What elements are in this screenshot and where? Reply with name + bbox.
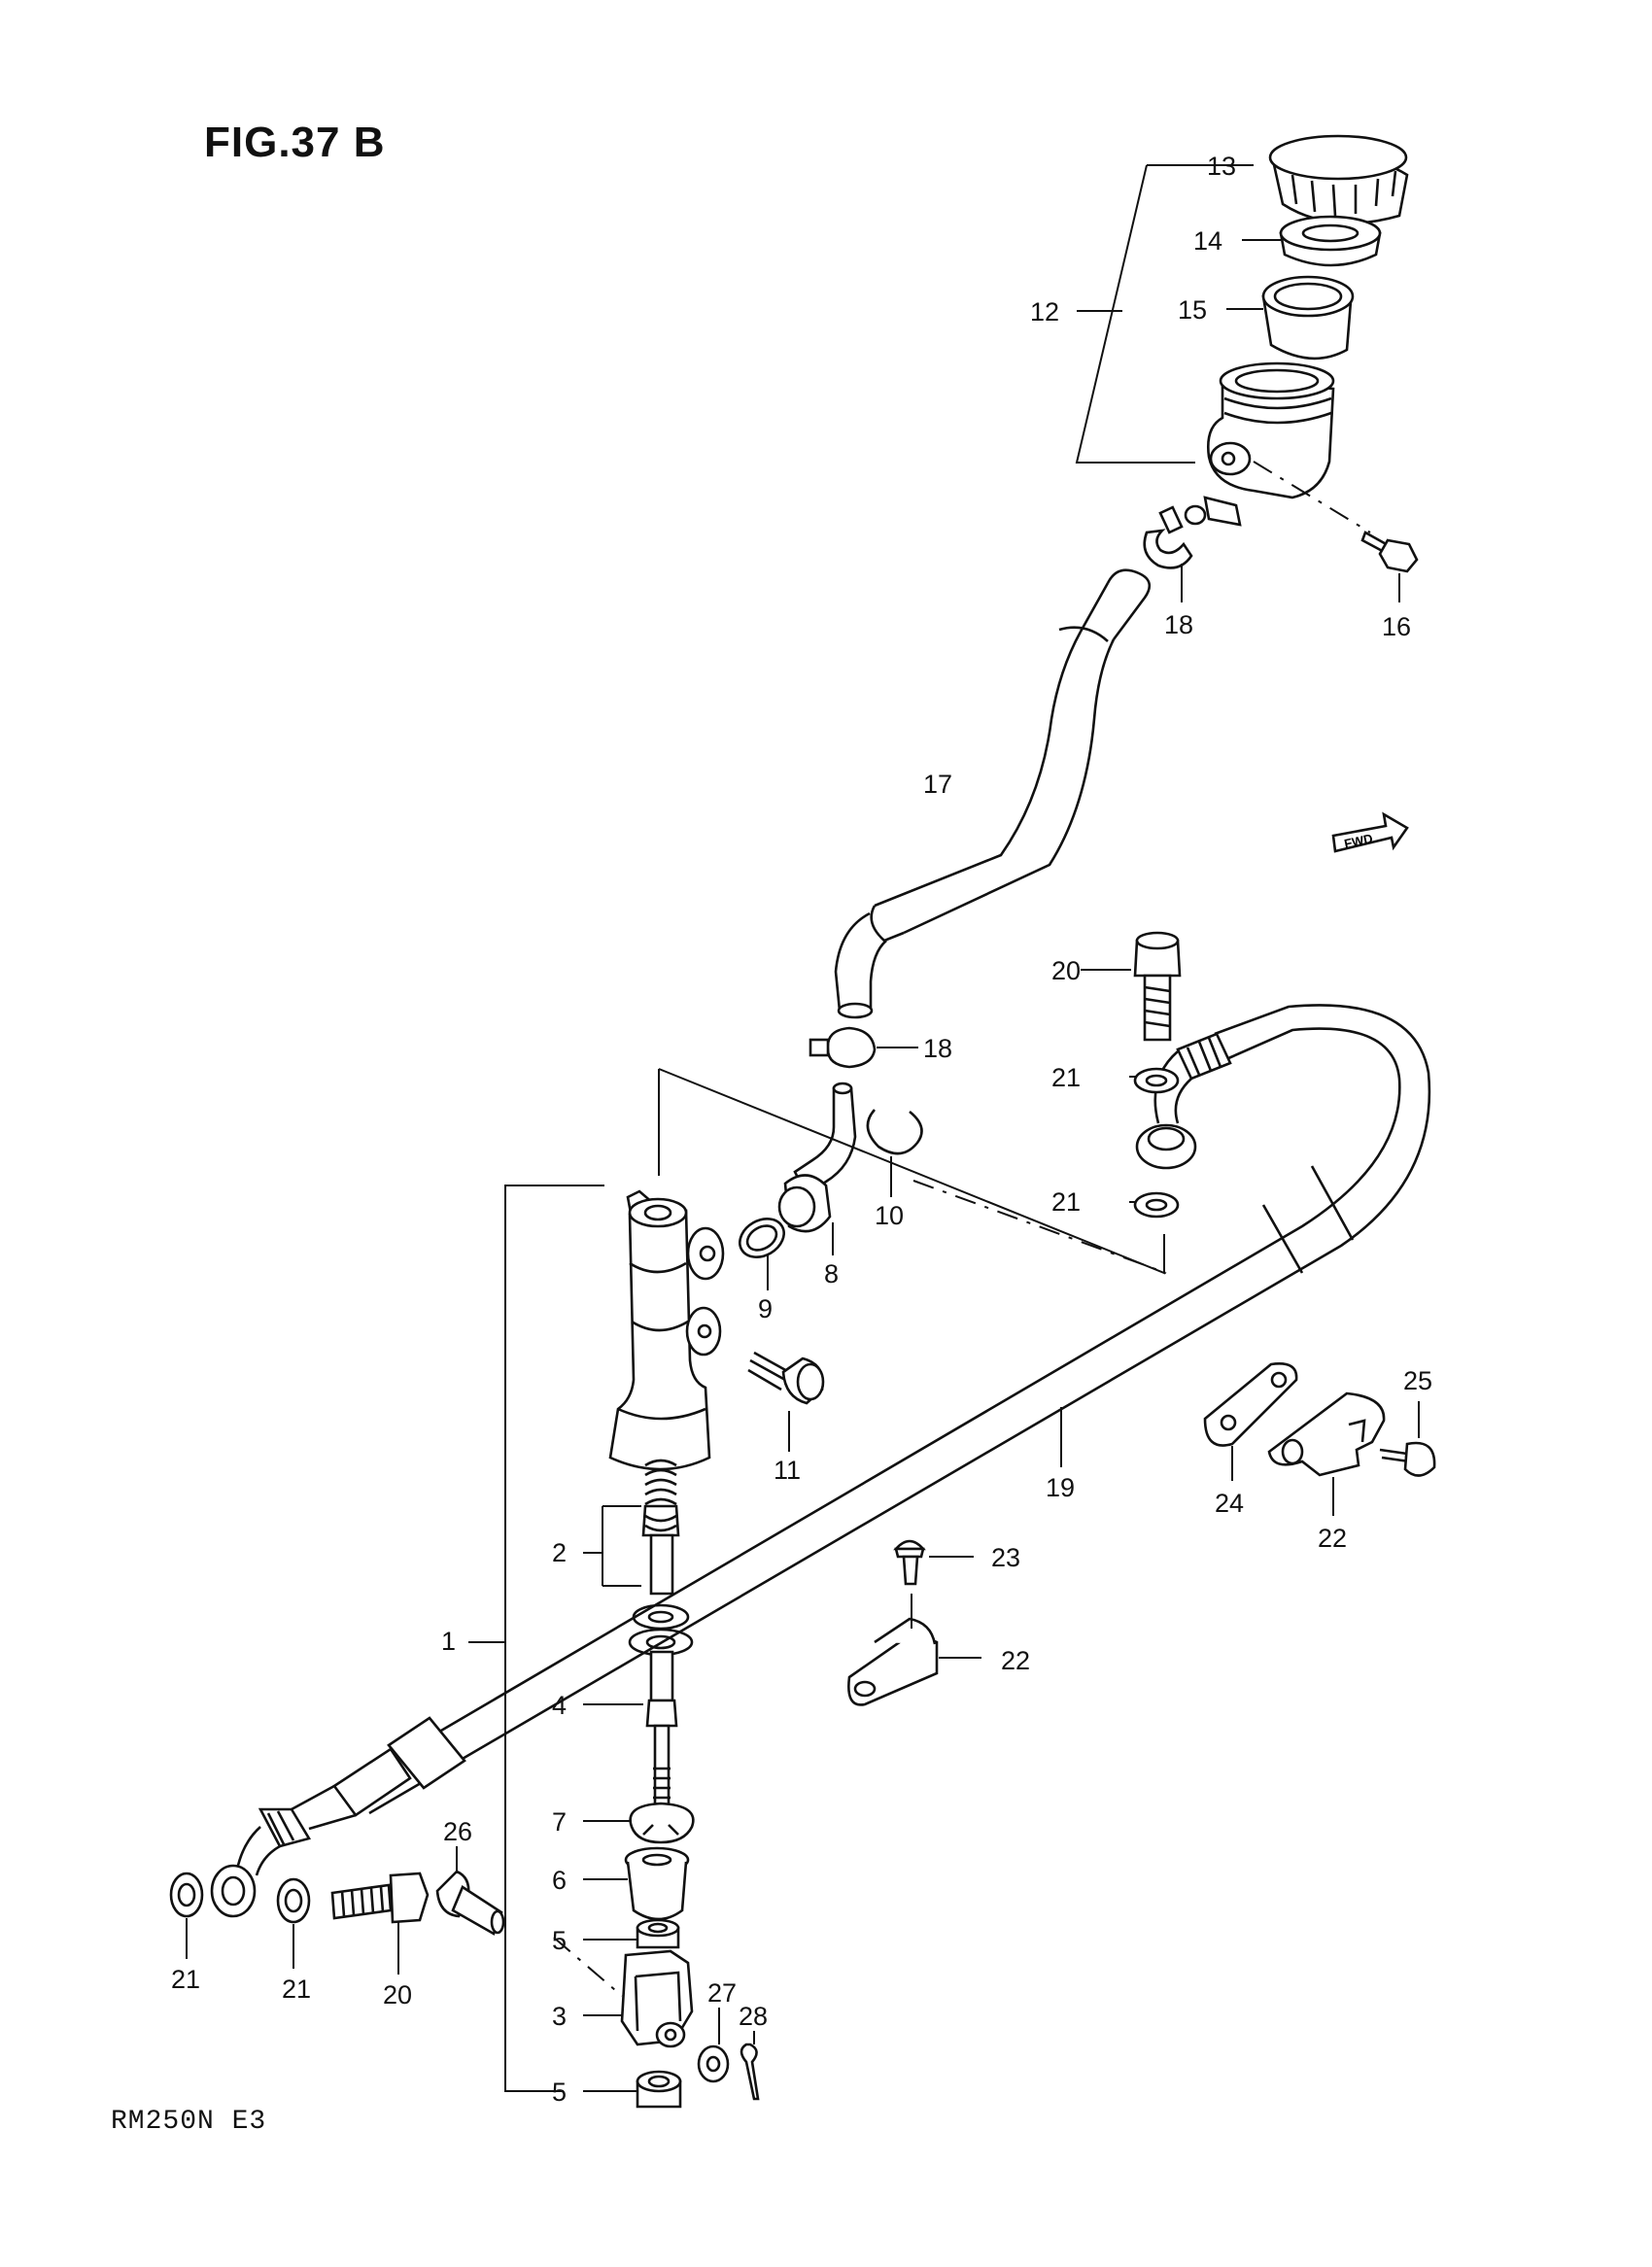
- part-21-washer-lower-a: [169, 1872, 204, 1918]
- callout-12: 12: [1030, 297, 1059, 326]
- callout-28: 28: [739, 2002, 768, 2031]
- callout-2: 2: [552, 1538, 567, 1567]
- part-6-dust-boot: [624, 1846, 690, 1921]
- bracket-1: [504, 1185, 604, 2092]
- part-8-hose-joint: [777, 1082, 857, 1233]
- callout-18a: 18: [1164, 610, 1193, 639]
- callout-19: 19: [1046, 1473, 1075, 1502]
- part-24-clamp-plate: [1203, 1362, 1298, 1447]
- callout-21a: 21: [1051, 1063, 1081, 1092]
- callout-18b: 18: [923, 1034, 952, 1063]
- callout-24: 24: [1215, 1489, 1244, 1518]
- leader-bracket-8: [658, 1068, 1165, 1275]
- callout-22a: 22: [1001, 1646, 1030, 1675]
- callout-25: 25: [1403, 1366, 1432, 1395]
- callout-8: 8: [824, 1259, 839, 1288]
- part-9-o-ring: [739, 1218, 785, 1258]
- callout-21d: 21: [282, 1975, 311, 2004]
- part-23-screw: [893, 1539, 926, 1586]
- part-12-reservoir-body: [1184, 361, 1335, 527]
- callout-22b: 22: [1318, 1524, 1347, 1553]
- callout-27: 27: [707, 1978, 737, 2008]
- callout-23: 23: [991, 1543, 1020, 1572]
- part-21-washer-upper-a: [1133, 1067, 1180, 1094]
- callout-14: 14: [1193, 226, 1222, 256]
- part-28-cotter-pin: [740, 2043, 760, 2101]
- fwd-direction-arrow: FWD: [1331, 811, 1409, 853]
- part-20-banjo-bolt-upper: [1133, 931, 1182, 1042]
- callout-13: 13: [1207, 152, 1236, 181]
- part-11-screw: [747, 1351, 825, 1405]
- callout-9: 9: [758, 1294, 773, 1323]
- part-3-clevis: [620, 1949, 694, 2048]
- callout-10: 10: [875, 1201, 904, 1230]
- part-19-brake-hose: [210, 1004, 1431, 1918]
- callout-15: 15: [1178, 295, 1207, 325]
- figure-title: FIG.37 B: [204, 119, 386, 166]
- callout-17: 17: [923, 770, 952, 799]
- callout-1: 1: [441, 1627, 456, 1656]
- part-10-circlip: [866, 1109, 923, 1155]
- part-21-washer-lower-b: [276, 1877, 311, 1924]
- part-25-screw: [1379, 1441, 1436, 1477]
- part-4-push-rod: [645, 1699, 678, 1813]
- part-22-hose-clamp-right: [1267, 1391, 1386, 1477]
- callout-20b: 20: [383, 1980, 412, 2009]
- part-18-hose-clamp-upper: [1143, 505, 1193, 569]
- callout-5b: 5: [552, 2078, 567, 2107]
- callout-7: 7: [552, 1807, 567, 1837]
- callout-11: 11: [774, 1456, 801, 1485]
- part-1-master-cylinder: [608, 1189, 725, 1471]
- part-5-lock-nut-lower: [636, 2070, 682, 2109]
- callout-5a: 5: [552, 1926, 567, 1955]
- part-14-diaphragm-plate: [1279, 215, 1382, 267]
- part-21-washer-upper-b: [1133, 1191, 1180, 1219]
- part-13-reservoir-cap: [1268, 134, 1409, 224]
- part-18-hose-clamp-lower: [809, 1026, 877, 1069]
- part-17-reservoir-hose: [834, 568, 1152, 1019]
- model-code: RM250N E3: [111, 2107, 267, 2137]
- part-2-piston-spring: [641, 1459, 680, 1596]
- callout-3: 3: [552, 2002, 567, 2031]
- callout-6: 6: [552, 1866, 567, 1895]
- fwd-label: FWD: [1343, 831, 1374, 851]
- part-20-banjo-bolt-lower: [330, 1872, 430, 1924]
- part-15-diaphragm: [1261, 275, 1355, 361]
- part-26-pin: [435, 1870, 505, 1936]
- callout-21c: 21: [171, 1965, 200, 1994]
- part-16-bolt: [1360, 531, 1419, 573]
- callout-26: 26: [443, 1817, 472, 1846]
- part-5-lock-nut-upper: [636, 1918, 680, 1949]
- callout-21b: 21: [1051, 1187, 1081, 1217]
- bracket-12: [1075, 164, 1203, 464]
- part-piston-cup-stack: [628, 1603, 694, 1702]
- callout-4: 4: [552, 1691, 567, 1720]
- part-27-washer: [697, 2044, 730, 2083]
- callout-20a: 20: [1051, 956, 1081, 985]
- part-7-circlip: [629, 1802, 695, 1844]
- callout-16: 16: [1382, 612, 1411, 641]
- part-22-hose-clamp-center: [847, 1617, 939, 1706]
